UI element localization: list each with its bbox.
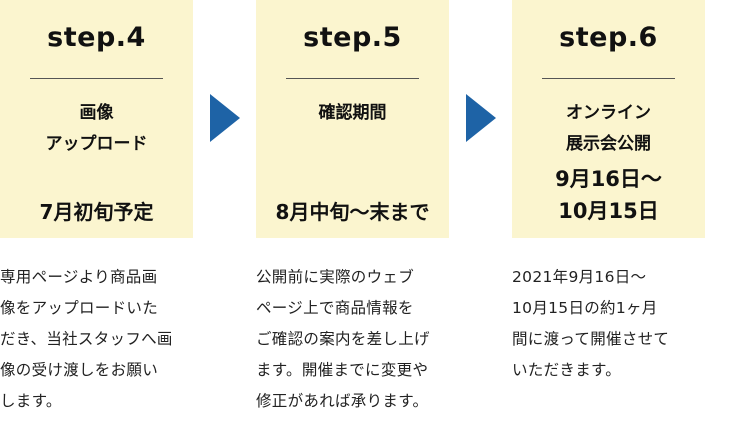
step-label-line: 確認期間	[318, 103, 387, 123]
divider	[30, 78, 163, 79]
step-label: 確認期間	[256, 98, 449, 129]
description-line: 修正があれば承ります。	[256, 392, 429, 410]
description-line: 間に渡って開催させて	[512, 330, 670, 348]
step-card-4: step.4 画像 アップロード 7月初旬予定	[0, 0, 193, 238]
step-card-6: step.6 オンライン 展示会公開 9月16日〜 10月15日	[512, 0, 705, 238]
step-label-line: オンライン	[566, 103, 651, 123]
description-line: 像の受け渡しをお願い	[0, 361, 159, 379]
description-line: 像をアップロードいた	[0, 299, 159, 317]
step-5-description: 公開前に実際のウェブ ページ上で商品情報を ご確認の案内を差し上げ ます。開催ま…	[256, 262, 456, 417]
step-label-line: 展示会公開	[566, 134, 651, 154]
step-label-line: アップロード	[45, 134, 148, 154]
step-label: 画像 アップロード	[0, 98, 193, 160]
description-line: 2021年9月16日〜	[512, 268, 647, 286]
divider	[542, 78, 675, 79]
description-line: します。	[0, 392, 62, 410]
step-title: step.5	[303, 22, 402, 53]
step-date: 9月16日〜 10月15日	[512, 163, 705, 227]
right-arrow-icon	[210, 94, 240, 142]
step-date: 7月初旬予定	[39, 200, 154, 224]
description-line: 専用ページより商品画	[0, 268, 158, 286]
description-line: ます。開催までに変更や	[256, 361, 429, 379]
description-line: いただきます。	[512, 361, 622, 379]
step-4-description: 専用ページより商品画 像をアップロードいた だき、当社スタッフへ画 像の受け渡し…	[0, 262, 200, 417]
description-line: だき、当社スタッフへ画	[0, 330, 173, 348]
step-date-line: 9月16日〜	[555, 167, 662, 191]
step-card-5: step.5 確認期間 8月中旬〜末まで	[256, 0, 449, 238]
description-line: ページ上で商品情報を	[256, 299, 414, 317]
step-title: step.4	[47, 22, 146, 53]
divider	[286, 78, 419, 79]
step-label: オンライン 展示会公開	[512, 98, 705, 160]
step-label-line: 画像	[79, 103, 114, 123]
right-arrow-icon	[466, 94, 496, 142]
description-line: 10月15日の約1ヶ月	[512, 299, 658, 317]
step-6-description: 2021年9月16日〜 10月15日の約1ヶ月 間に渡って開催させて いただきま…	[512, 262, 712, 386]
step-title: step.6	[559, 22, 658, 53]
description-line: ご確認の案内を差し上げ	[256, 330, 430, 348]
step-date: 8月中旬〜末まで	[275, 200, 430, 224]
description-line: 公開前に実際のウェブ	[256, 268, 415, 286]
step-date-line: 10月15日	[558, 199, 659, 223]
